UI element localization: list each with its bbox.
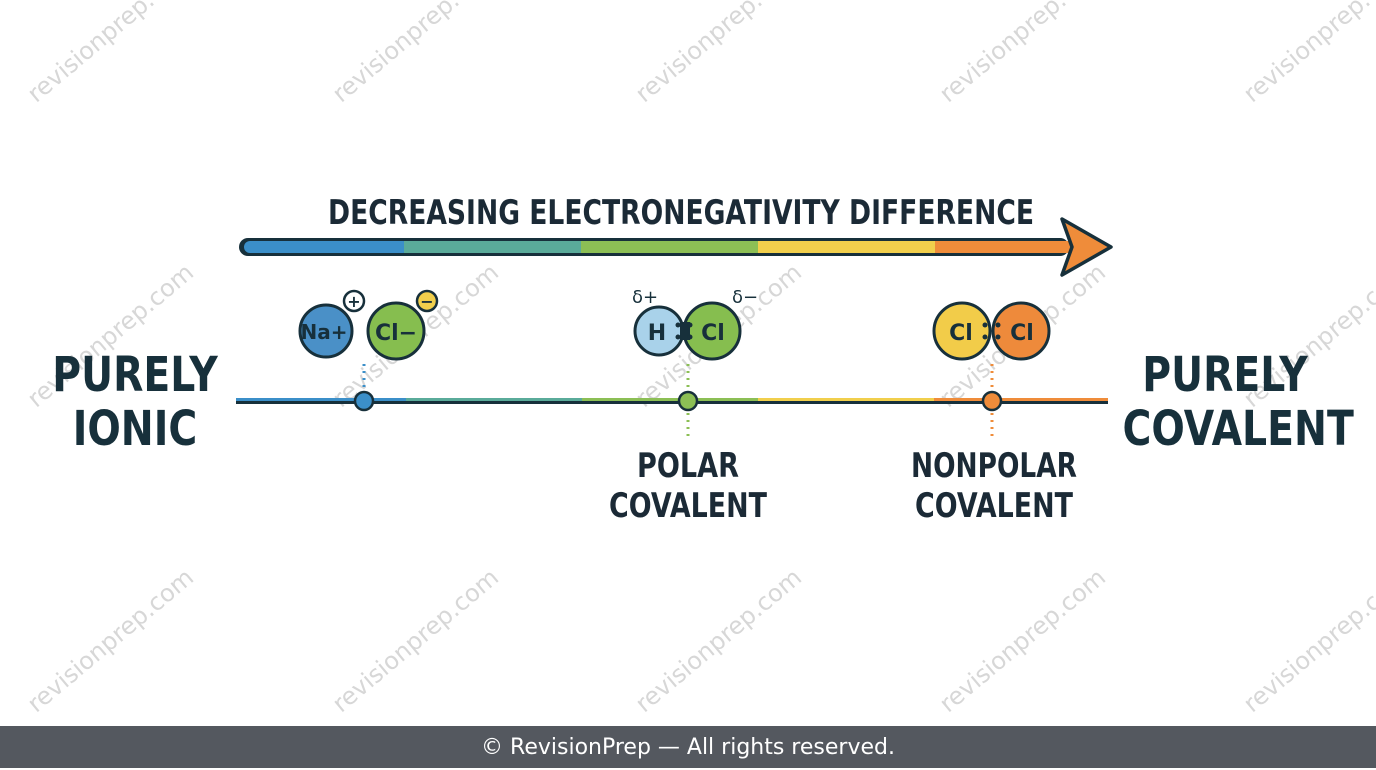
chlorine-symbol-right: Cl [1010,321,1034,346]
hcl-molecule: H Cl δ+ δ− [632,287,758,361]
sodium-ion-atom [298,303,354,359]
ionic-marker [353,364,375,412]
spectrum-segment-3 [582,398,758,401]
positive-charge-sign: + [347,292,360,311]
copyright-text: © RevisionPrep — All rights reserved. [481,735,895,760]
polar-marker [677,364,699,440]
spectrum-segment-1 [236,398,406,401]
gradient-arrow [239,217,1113,277]
nonpolar-covalent-label-line-1: NONPOLAR [911,446,1077,486]
electron-dot [982,334,988,340]
arrow-segment-4 [758,241,935,253]
purely-covalent-line-1: PURELY [1142,347,1308,403]
electron-dot [982,322,988,328]
electron-dot [675,322,681,328]
negative-charge-icon [415,289,439,313]
partial-negative-label: δ− [732,287,758,308]
arrow-title: DECREASING ELECTRONEGATIVITY DIFFERENCE [328,193,1034,233]
polar-covalent-label-line-1: POLAR [637,446,739,486]
spectrum-segment-2 [406,398,582,401]
bond-spectrum-diagram: DECREASING ELECTRONEGATIVITY DIFFERENCE [236,193,1113,526]
arrow-segment-2 [404,241,581,253]
arrow-segment-1 [244,241,409,253]
arrow-segment-3 [581,241,758,253]
electron-dot [995,334,1001,340]
positive-charge-icon [342,289,366,313]
chloride-ion-atom [366,301,426,361]
polar-covalent-label-line-2: COVALENT [609,486,768,526]
chlorine-atom-right [991,301,1051,361]
chlorine-symbol: Cl [701,321,725,346]
marker-dot [353,390,375,412]
negative-charge-sign: − [420,292,433,311]
purely-ionic-line-1: PURELY [52,347,218,403]
electron-dot [687,322,693,328]
diagram-stage: revisionprep.com revisionprep.com revisi… [22,0,1376,718]
electron-dot [687,334,693,340]
spectrum-line [236,398,1108,404]
partial-positive-label: δ+ [632,287,658,308]
spectrum-segment-5 [934,398,1108,401]
cl2-molecule: Cl Cl [932,301,1051,361]
bond-connector [680,322,690,340]
purely-ionic-label: PURELY IONIC [41,348,230,456]
chlorine-atom-left [932,301,992,361]
electron-dot [995,322,1001,328]
purely-ionic-line-2: IONIC [72,401,198,457]
nonpolar-covalent-label-line-2: COVALENT [915,486,1074,526]
hydrogen-symbol: H [648,321,666,346]
copyright-footer: © RevisionPrep — All rights reserved. [0,726,1376,768]
arrow-segment-5 [935,241,1071,253]
marker-dot [677,390,699,412]
nonpolar-marker [981,364,1003,440]
purely-covalent-line-2: COVALENT [1122,401,1354,457]
arrow-head [1060,217,1113,277]
marker-dot [981,390,1003,412]
nacl-molecule: Na+ + Cl− − [298,289,439,361]
sodium-ion-symbol: Na+ [301,320,348,344]
spectrum-segment-4 [758,398,934,401]
chlorine-symbol-left: Cl [949,321,973,346]
electron-dot [675,334,681,340]
spectrum-line-outline [236,399,1108,404]
purely-covalent-label: PURELY COVALENT [1122,347,1354,457]
chloride-ion-symbol: Cl− [375,321,417,346]
